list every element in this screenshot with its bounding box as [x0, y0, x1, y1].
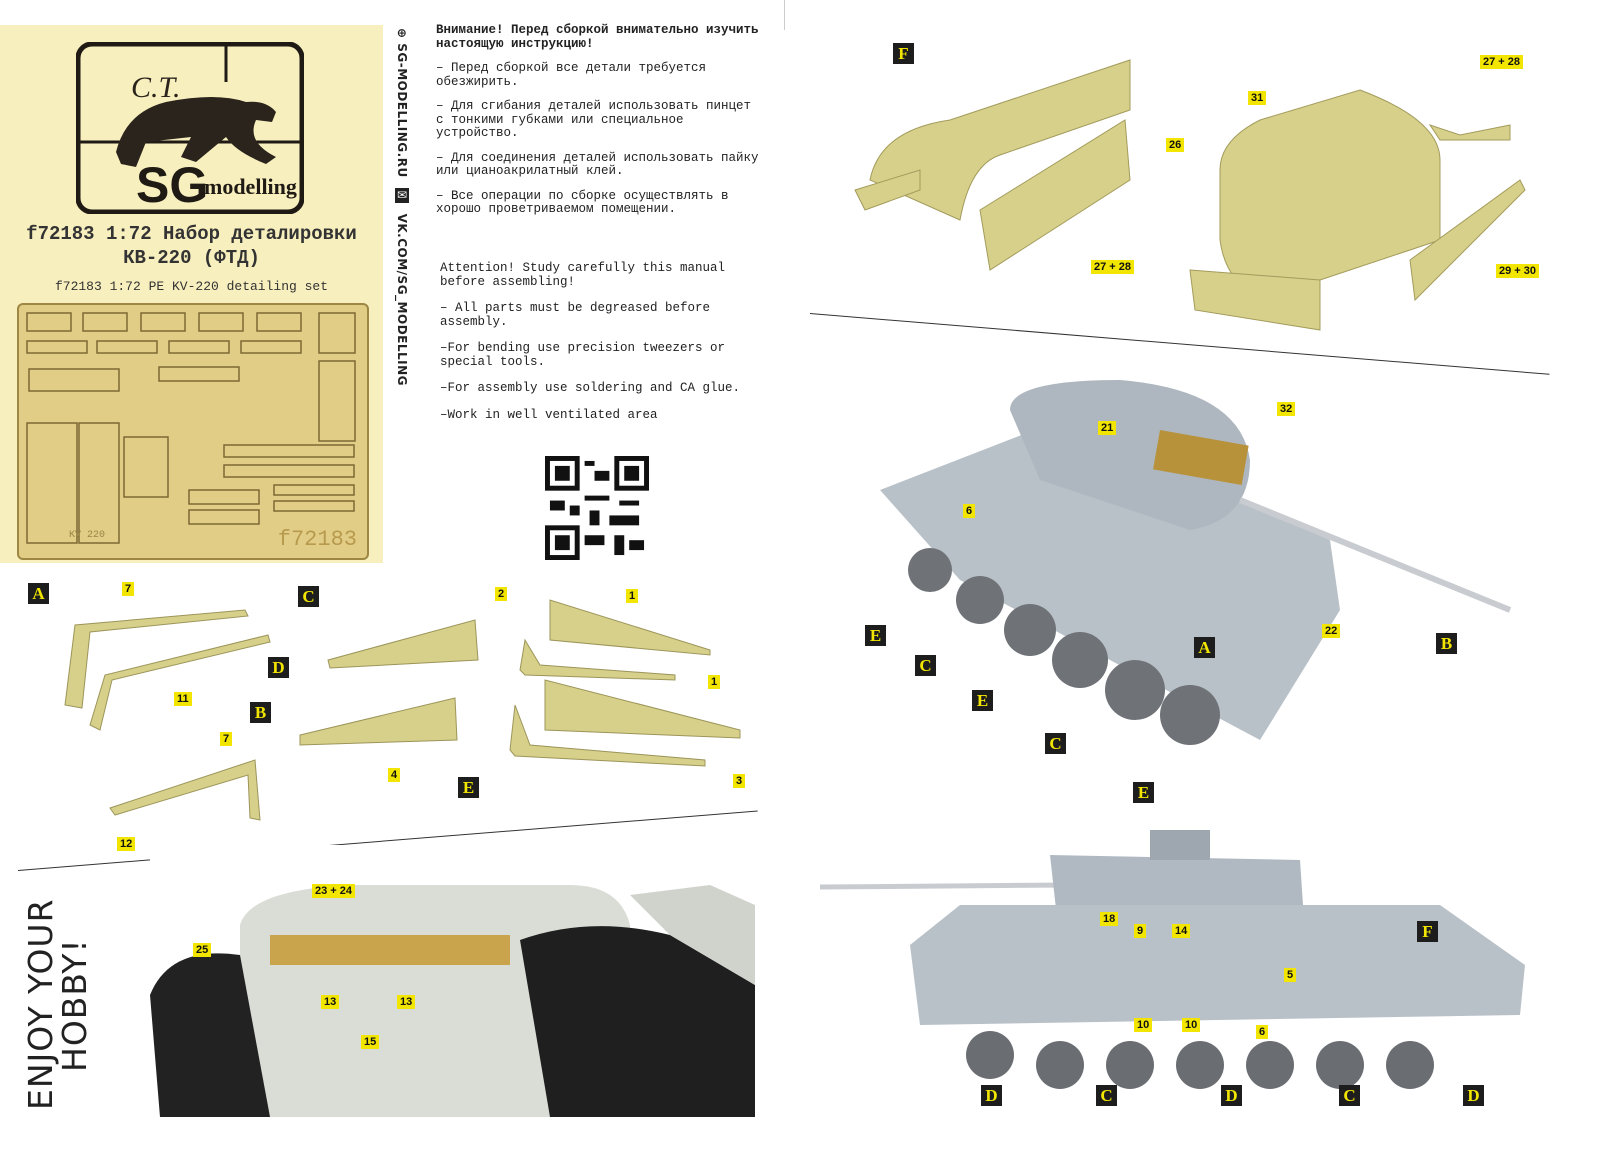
sg-modelling-logo: SG modelling C.T.	[76, 42, 304, 214]
rear-hull-photo	[150, 845, 755, 1117]
instruction-item: – Для соединения деталей использовать па…	[436, 150, 759, 178]
svg-text:C.T.: C.T.	[131, 71, 180, 104]
fret-code: f72183	[277, 527, 357, 552]
callout-tag: F	[1417, 921, 1438, 942]
callout-number: 12	[117, 837, 136, 851]
slogan-line: HOBBY!	[55, 938, 94, 1072]
enjoy-slogan: ENJOY YOUR HOBBY!	[21, 898, 94, 1111]
callout-number: 9	[1134, 924, 1147, 938]
callout-tag: B	[250, 702, 271, 723]
callout-number: 6	[1256, 1025, 1269, 1039]
callout-tag: C	[1045, 733, 1066, 754]
callout-number: 27 + 28	[1480, 55, 1524, 69]
callout-tag: C	[298, 586, 319, 607]
callout-number: 7	[122, 582, 135, 596]
tank-photo-side	[820, 830, 1525, 1089]
page-fold	[784, 0, 785, 30]
callout-tag: C	[915, 655, 936, 676]
slogan-line: ENJOY YOUR	[21, 898, 60, 1111]
callout-tag: E	[865, 625, 886, 646]
parts-diagram	[64, 599, 741, 821]
callout-number: 23 + 24	[312, 884, 356, 898]
callout-tag: F	[893, 43, 914, 64]
instruction-item: – All parts must be degreased before ass…	[440, 301, 711, 329]
instruction-item: – Для сгибания деталей использовать пинц…	[436, 99, 752, 140]
photo-etch-fret: KV 220 f72183	[17, 303, 369, 560]
qr-code[interactable]	[545, 456, 649, 560]
callout-number: 7	[220, 732, 233, 746]
instruction-item: – Все операции по сборке осуществлять в …	[436, 188, 729, 216]
instructions-ru-heading: Внимание! Перед сборкой внимательно изуч…	[436, 23, 759, 51]
callout-number: 4	[388, 768, 401, 782]
callout-tag: D	[1221, 1085, 1242, 1106]
callout-number: 22	[1322, 624, 1341, 638]
callout-number: 10	[1182, 1018, 1201, 1032]
callout-number: 27 + 28	[1091, 260, 1135, 274]
callout-number: 5	[1284, 968, 1297, 982]
cover-title-ru: f72183 1:72 Набор деталировки КВ-220 (ФТ…	[26, 223, 357, 269]
callout-number: 10	[1134, 1018, 1153, 1032]
callout-number: 2	[495, 587, 508, 601]
callout-number: 26	[1166, 138, 1185, 152]
callout-tag: A	[1194, 637, 1215, 658]
callout-number: 14	[1172, 924, 1191, 938]
callout-number: 1	[708, 675, 721, 689]
instruction-item: –For assembly use soldering and CA glue.	[440, 381, 741, 395]
svg-text:SG: SG	[136, 157, 208, 213]
callout-number: 21	[1098, 421, 1117, 435]
callout-tag: E	[1133, 782, 1154, 803]
instruction-item: – Перед сборкой все детали требуется обе…	[436, 61, 707, 89]
instructions-en-heading: Attention! Study carefully this manual b…	[440, 261, 726, 289]
callout-number: 25	[193, 943, 212, 957]
callout-tag: D	[268, 657, 289, 678]
callout-number: 18	[1100, 912, 1119, 926]
callout-tag: B	[1436, 633, 1457, 654]
svg-text:modelling: modelling	[204, 174, 297, 199]
callout-tag: E	[458, 777, 479, 798]
callout-number: 31	[1248, 91, 1267, 105]
cover-title-en: f72183 1:72 PE KV-220 detailing set	[54, 279, 329, 294]
callout-number: 15	[361, 1035, 380, 1049]
vk-link[interactable]: VK.COM/SG_MODELLING	[395, 213, 409, 386]
callout-tag: A	[28, 583, 49, 604]
instruction-item: –Work in well ventilated area	[440, 407, 658, 422]
instruction-item: –For bending use precision tweezers or s…	[440, 341, 726, 369]
vk-icon: ✉	[395, 188, 409, 203]
instructions-en: Attention! Study carefully this manual b…	[440, 261, 770, 435]
callout-number: 13	[321, 995, 340, 1009]
callout-tag: C	[1096, 1085, 1117, 1106]
callout-tag: D	[981, 1085, 1002, 1106]
instructions-ru: Внимание! Перед сборкой внимательно изуч…	[436, 23, 766, 228]
fret-parts-drawing: KV 220	[26, 312, 356, 544]
callout-number: 11	[174, 692, 192, 706]
callout-number: 29 + 30	[1496, 264, 1540, 278]
callout-number: 1	[626, 589, 639, 603]
website-links: ⊕ SG-MODELLING.RU ✉ VK.COM/SG_MODELLING	[395, 28, 409, 386]
website-link[interactable]: SG-MODELLING.RU	[395, 43, 409, 178]
callout-tag: E	[972, 690, 993, 711]
tank-photo-top	[880, 380, 1512, 745]
callout-tag: D	[1463, 1085, 1484, 1106]
fret-marking: KV 220	[69, 530, 105, 541]
callout-number: 32	[1277, 402, 1296, 416]
callout-number: 6	[963, 504, 976, 518]
callout-tag: C	[1339, 1085, 1360, 1106]
callout-number: 13	[397, 995, 416, 1009]
engine-deck-diagram	[854, 59, 1526, 331]
callout-number: 3	[733, 774, 746, 788]
globe-icon: ⊕	[395, 28, 409, 44]
